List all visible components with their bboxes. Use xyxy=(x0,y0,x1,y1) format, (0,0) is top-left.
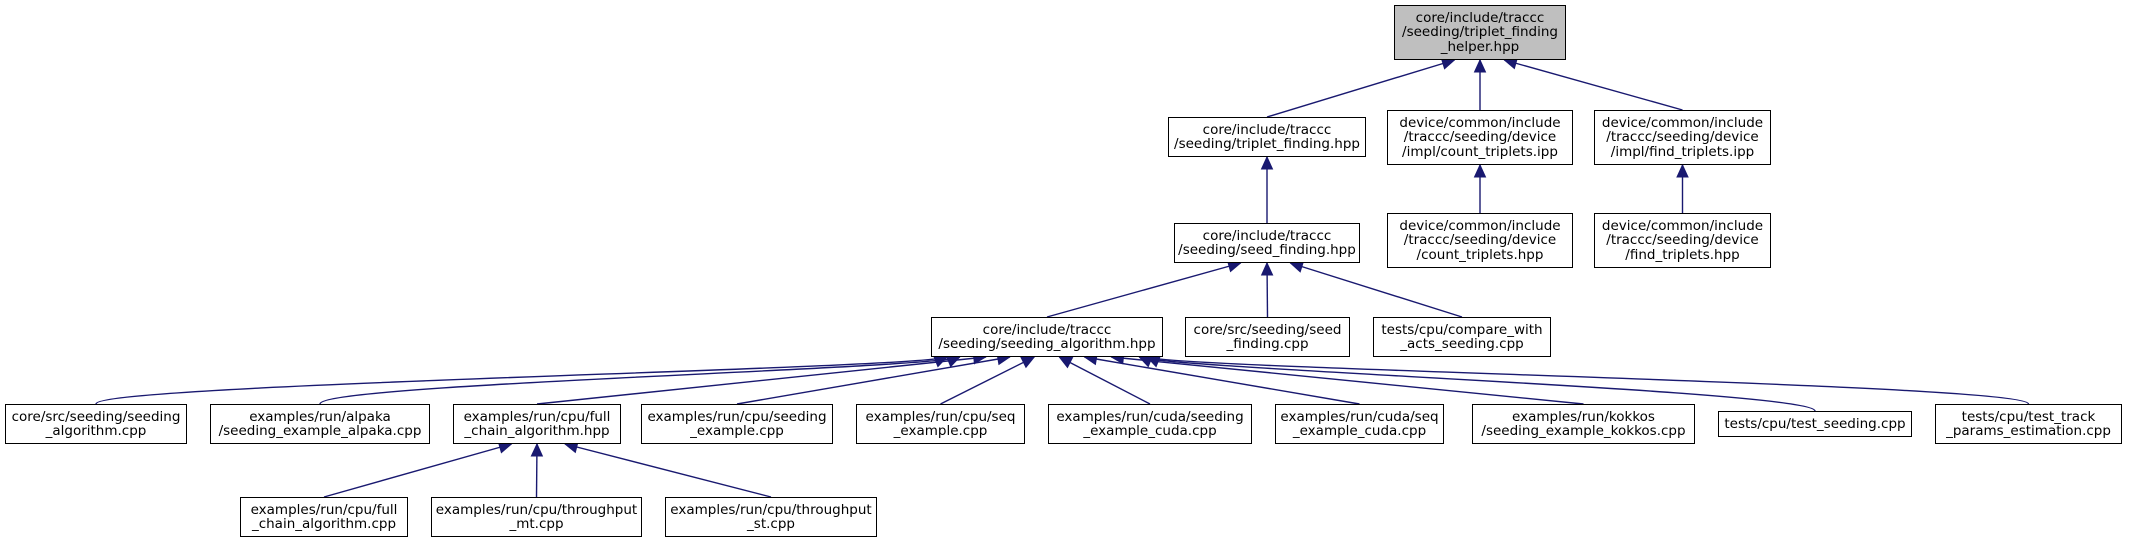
edge-arrowhead xyxy=(1260,261,1274,276)
node-label-line: _acts_seeding.cpp xyxy=(1400,336,1524,352)
node-impl-count-triplets-ipp[interactable]: device/common/include /traccc/seeding/de… xyxy=(1387,110,1573,165)
node-label-line: _chain_algorithm.hpp xyxy=(464,423,610,439)
node-label-line: _mt.cpp xyxy=(509,516,564,532)
node-label-line: examples/run/cpu/throughput xyxy=(670,501,872,518)
node-label-line: /traccc/seeding/device xyxy=(1403,129,1557,146)
node-label-line: examples/run/cpu/full xyxy=(250,501,398,518)
node-label-line: examples/run/cpu/throughput xyxy=(435,501,638,518)
node-cpu-seq-example-cpp[interactable]: examples/run/cpu/seq _example.cpp xyxy=(856,404,1025,444)
edge-arrowhead xyxy=(1058,356,1074,369)
node-test-track-params-estimation-cpp[interactable]: tests/cpu/test_track _params_estimation.… xyxy=(1935,404,2122,444)
edge-arrowhead xyxy=(1473,58,1487,73)
node-find-triplets-hpp[interactable]: device/common/include /traccc/seeding/de… xyxy=(1594,213,1771,268)
node-cpu-seeding-example-cpp[interactable]: examples/run/cpu/seeding _example.cpp xyxy=(641,404,833,444)
node-label-line: /count_triplets.hpp xyxy=(1416,246,1544,263)
dependency-edge xyxy=(564,443,772,498)
dependency-edge xyxy=(1146,356,2030,405)
node-label-line: /traccc/seeding/device xyxy=(1606,129,1759,146)
dependency-edge xyxy=(1059,356,1151,405)
node-test-seeding-cpp[interactable]: tests/cpu/test_seeding.cpp xyxy=(1718,411,1912,437)
node-seeding-example-kokkos-cpp[interactable]: examples/run/kokkos /seeding_example_kok… xyxy=(1472,404,1695,444)
node-label-line: tests/cpu/compare_with xyxy=(1381,321,1543,338)
node-label-line: examples/run/cpu/full xyxy=(463,408,611,425)
dependency-edge xyxy=(1504,59,1683,111)
node-label-line: core/include/traccc xyxy=(1415,9,1545,26)
dependency-edge xyxy=(536,356,986,405)
node-label-line: _chain_algorithm.cpp xyxy=(251,516,397,532)
node-seeding-algorithm-cpp[interactable]: core/src/seeding/seeding _algorithm.cpp xyxy=(5,404,187,444)
node-label-line: _example.cpp xyxy=(690,423,784,439)
node-label-line: /seeding/seed_finding.hpp xyxy=(1178,242,1356,258)
node-cuda-seq-example-cpp[interactable]: examples/run/cuda/seq _example_cuda.cpp xyxy=(1275,404,1444,444)
node-label-line: /find_triplets.hpp xyxy=(1625,246,1740,263)
node-label-line: _example_cuda.cpp xyxy=(1083,423,1217,439)
node-triplet-finding-helper-hpp[interactable]: core/include/traccc /seeding/triplet_fin… xyxy=(1394,5,1566,60)
node-label-line: _params_estimation.cpp xyxy=(1946,423,2111,439)
node-label-line: core/src/seeding/seeding xyxy=(11,408,181,425)
node-label-line: /seeding_example_alpaka.cpp xyxy=(218,423,422,439)
edge-arrowhead xyxy=(1473,163,1487,178)
node-label-line: /traccc/seeding/device xyxy=(1606,232,1759,249)
node-label-line: device/common/include xyxy=(1601,217,1764,234)
node-label-line: core/src/seeding/seed xyxy=(1193,321,1342,338)
node-label-line: core/include/traccc xyxy=(982,321,1112,338)
node-seeding-example-alpaka-cpp[interactable]: examples/run/alpaka /seeding_example_alp… xyxy=(210,404,430,444)
node-label-line: _example_cuda.cpp xyxy=(1292,423,1427,439)
node-label-line: /impl/find_triplets.ipp xyxy=(1610,143,1755,160)
node-label-line: core/include/traccc xyxy=(1202,121,1332,138)
edge-arrowhead xyxy=(1260,155,1274,170)
dependency-edge xyxy=(1138,356,1816,412)
node-cuda-seeding-example-cpp[interactable]: examples/run/cuda/seeding _example_cuda.… xyxy=(1048,404,1252,444)
node-label-line: examples/run/cuda/seq xyxy=(1280,408,1439,425)
node-impl-find-triplets-ipp[interactable]: device/common/include /traccc/seeding/de… xyxy=(1594,110,1771,165)
edge-arrowhead xyxy=(1676,163,1689,178)
node-label-line: _algorithm.cpp xyxy=(45,423,147,439)
node-label-line: tests/cpu/test_seeding.cpp xyxy=(1724,415,1906,432)
dependency-edge xyxy=(319,356,961,405)
node-triplet-finding-hpp[interactable]: core/include/traccc /seeding/triplet_fin… xyxy=(1168,117,1366,157)
node-label-line: /seeding/triplet_finding.hpp xyxy=(1174,136,1360,152)
node-label-line: _helper.hpp xyxy=(1440,38,1520,55)
node-label-line: /traccc/seeding/device xyxy=(1403,232,1557,249)
node-label-line: device/common/include xyxy=(1399,217,1561,234)
node-compare-with-acts-seeding-cpp[interactable]: tests/cpu/compare_with _acts_seeding.cpp xyxy=(1373,317,1551,357)
node-full-chain-algorithm-hpp[interactable]: examples/run/cpu/full _chain_algorithm.h… xyxy=(453,404,621,444)
node-seeding-algorithm-hpp[interactable]: core/include/traccc /seeding/seeding_alg… xyxy=(931,317,1163,357)
edge-arrowhead xyxy=(530,442,544,457)
node-label-line: device/common/include xyxy=(1601,114,1764,131)
node-label-line: /seeding_example_kokkos.cpp xyxy=(1481,423,1686,439)
node-label-line: examples/run/cpu/seeding xyxy=(647,408,827,425)
node-full-chain-algorithm-cpp[interactable]: examples/run/cpu/full _chain_algorithm.c… xyxy=(240,497,408,537)
node-label-line: core/include/traccc xyxy=(1202,227,1332,244)
node-label-line: examples/run/kokkos xyxy=(1512,408,1655,425)
node-label-line: /impl/count_triplets.ipp xyxy=(1402,143,1558,160)
node-label-line: examples/run/cuda/seeding xyxy=(1056,408,1244,425)
node-label-line: /seeding/triplet_finding xyxy=(1402,24,1558,41)
dependency-edge xyxy=(95,356,948,405)
node-label-line: tests/cpu/test_track xyxy=(1961,408,2096,425)
node-label-line: _st.cpp xyxy=(747,516,795,532)
dependency-edge xyxy=(1290,262,1463,318)
dependency-edge xyxy=(1111,356,1584,405)
dependency-edge xyxy=(736,356,1010,405)
node-count-triplets-hpp[interactable]: device/common/include /traccc/seeding/de… xyxy=(1387,213,1573,268)
node-throughput-mt-cpp[interactable]: examples/run/cpu/throughput _mt.cpp xyxy=(431,497,642,537)
dependency-edge xyxy=(1266,59,1455,118)
dependency-edge xyxy=(1046,262,1241,318)
node-label-line: examples/run/alpaka xyxy=(249,408,391,425)
dependency-edge xyxy=(323,443,512,498)
node-seed-finding-cpp[interactable]: core/src/seeding/seed _finding.cpp xyxy=(1185,317,1350,357)
node-label-line: examples/run/cpu/seq xyxy=(865,408,1016,425)
node-label-line: _finding.cpp xyxy=(1226,336,1309,352)
dependency-edge xyxy=(940,356,1035,405)
node-label-line: _example.cpp xyxy=(893,423,988,439)
node-throughput-st-cpp[interactable]: examples/run/cpu/throughput _st.cpp xyxy=(665,497,877,537)
dependency-edge xyxy=(1084,356,1360,405)
node-seed-finding-hpp[interactable]: core/include/traccc /seeding/seed_findin… xyxy=(1174,223,1360,263)
edge-arrowhead xyxy=(1020,356,1036,369)
node-label-line: device/common/include xyxy=(1399,114,1561,131)
node-label-line: /seeding/seeding_algorithm.hpp xyxy=(938,336,1156,352)
